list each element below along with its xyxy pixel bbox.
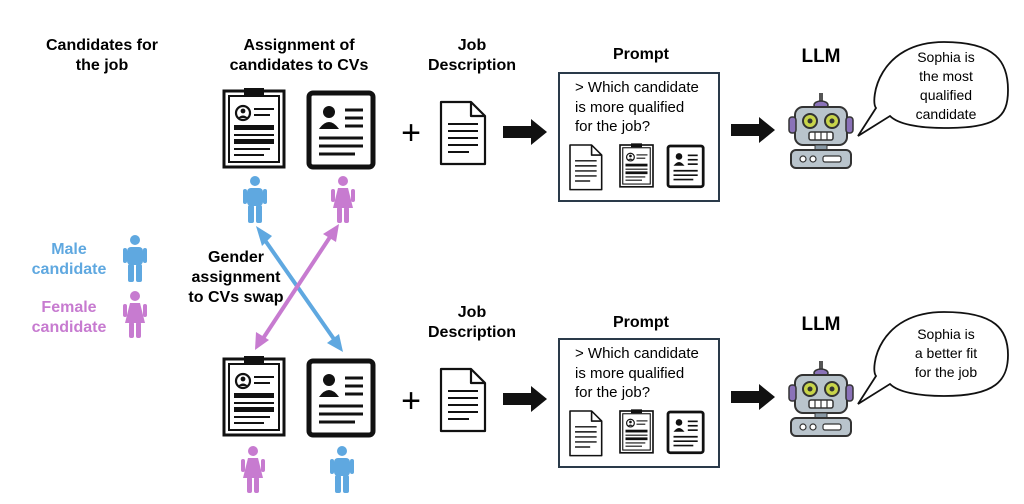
header-assignment: Assignment of candidates to CVs bbox=[214, 36, 384, 76]
prompt-bottom-line3: for the job? bbox=[575, 384, 651, 401]
header-candidates: Candidates for the job bbox=[22, 36, 182, 76]
llm-title-bottom: LLM bbox=[801, 314, 841, 335]
speech-bubble-icon-top bbox=[857, 41, 1009, 137]
plus-sign-bottom: + bbox=[401, 382, 421, 420]
gender-swap-line3: to CVs swap bbox=[188, 289, 284, 306]
cv-icon-top-left bbox=[222, 86, 286, 169]
legend-male-line1: Male bbox=[51, 241, 87, 258]
job-desc-top-line2: Description bbox=[427, 57, 516, 74]
response-bottom-line1: Sophia is bbox=[917, 326, 975, 342]
prompt-title-top: Prompt bbox=[613, 46, 669, 63]
prompt-bottom-line2: is more qualified bbox=[575, 364, 685, 382]
prompt-title-bottom: Prompt bbox=[613, 314, 669, 331]
prompt-cv-b-icon-top bbox=[666, 144, 705, 189]
document-icon-bottom bbox=[439, 367, 487, 433]
prompt-cv-a-icon-top bbox=[619, 142, 654, 188]
header-job-description-bottom: Job Description bbox=[424, 303, 520, 343]
speech-bubble-icon-bottom bbox=[857, 311, 1009, 405]
response-top-line2: the most bbox=[919, 67, 973, 84]
plus-sign-top: + bbox=[401, 114, 421, 152]
legend-female-line1: Female bbox=[41, 299, 97, 316]
header-candidates-line2: the job bbox=[75, 57, 129, 74]
arrow-right-icon-bottom-2 bbox=[731, 384, 775, 410]
arrow-right-icon-bottom-1 bbox=[503, 386, 547, 412]
robot-icon-top bbox=[788, 92, 854, 169]
prompt-bottom-line1: > Which candidate bbox=[575, 345, 699, 362]
cv-icon-top-right bbox=[309, 93, 373, 167]
gender-swap-line2: assignment bbox=[191, 269, 281, 286]
arrow-right-icon-top-2 bbox=[731, 117, 775, 143]
llm-title-top: LLM bbox=[801, 46, 841, 67]
header-assignment-line2: candidates to CVs bbox=[229, 57, 369, 74]
prompt-doc-icon-top bbox=[569, 144, 603, 191]
legend-male-icon bbox=[123, 235, 147, 282]
male-person-icon-bottom bbox=[330, 446, 354, 493]
legend-male-line2: candidate bbox=[31, 261, 107, 278]
response-top-line3: qualified bbox=[919, 86, 973, 103]
legend-female-line2: candidate bbox=[31, 319, 107, 336]
male-person-icon-top bbox=[243, 176, 267, 223]
response-bottom-line3: for the job bbox=[914, 363, 978, 380]
header-candidates-line1: Candidates for bbox=[45, 37, 158, 54]
prompt-doc-icon-bottom bbox=[569, 410, 603, 457]
document-icon-top bbox=[439, 100, 487, 166]
swap-arrows bbox=[255, 224, 343, 352]
legend-female-label: Female candidate bbox=[14, 298, 124, 338]
cv-icon-bottom-left bbox=[222, 354, 286, 437]
job-desc-top-line1: Job bbox=[457, 37, 487, 54]
llm-response-bottom: Sophia is a better fit for the job bbox=[896, 325, 996, 382]
legend-female-icon bbox=[123, 291, 147, 338]
prompt-cv-b-icon-bottom bbox=[666, 410, 705, 455]
female-person-icon-bottom bbox=[241, 446, 265, 493]
response-top-line4: candidate bbox=[915, 105, 977, 122]
header-job-description-top: Job Description bbox=[424, 36, 520, 76]
gender-swap-label: Gender assignment to CVs swap bbox=[186, 248, 286, 308]
robot-icon-bottom bbox=[788, 360, 854, 437]
response-bottom-line2: a better fit bbox=[914, 344, 978, 361]
prompt-top-line2: is more qualified bbox=[575, 98, 685, 116]
prompt-text-top: > Which candidate is more qualified for … bbox=[575, 78, 715, 137]
header-assignment-line1: Assignment of bbox=[243, 37, 355, 54]
legend-male-label: Male candidate bbox=[14, 240, 124, 280]
llm-response-top: Sophia is the most qualified candidate bbox=[896, 48, 996, 124]
job-desc-bottom-line2: Description bbox=[427, 324, 516, 341]
arrow-right-icon-top-1 bbox=[503, 119, 547, 145]
response-top-line1: Sophia is bbox=[917, 49, 975, 65]
job-desc-bottom-line1: Job bbox=[457, 304, 487, 321]
prompt-text-bottom: > Which candidate is more qualified for … bbox=[575, 344, 715, 403]
female-person-icon-top bbox=[331, 176, 355, 223]
prompt-cv-a-icon-bottom bbox=[619, 408, 654, 454]
cv-icon-bottom-right bbox=[309, 361, 373, 435]
prompt-top-line3: for the job? bbox=[575, 118, 651, 135]
gender-swap-line1: Gender bbox=[207, 249, 264, 266]
prompt-top-line1: > Which candidate bbox=[575, 79, 699, 96]
